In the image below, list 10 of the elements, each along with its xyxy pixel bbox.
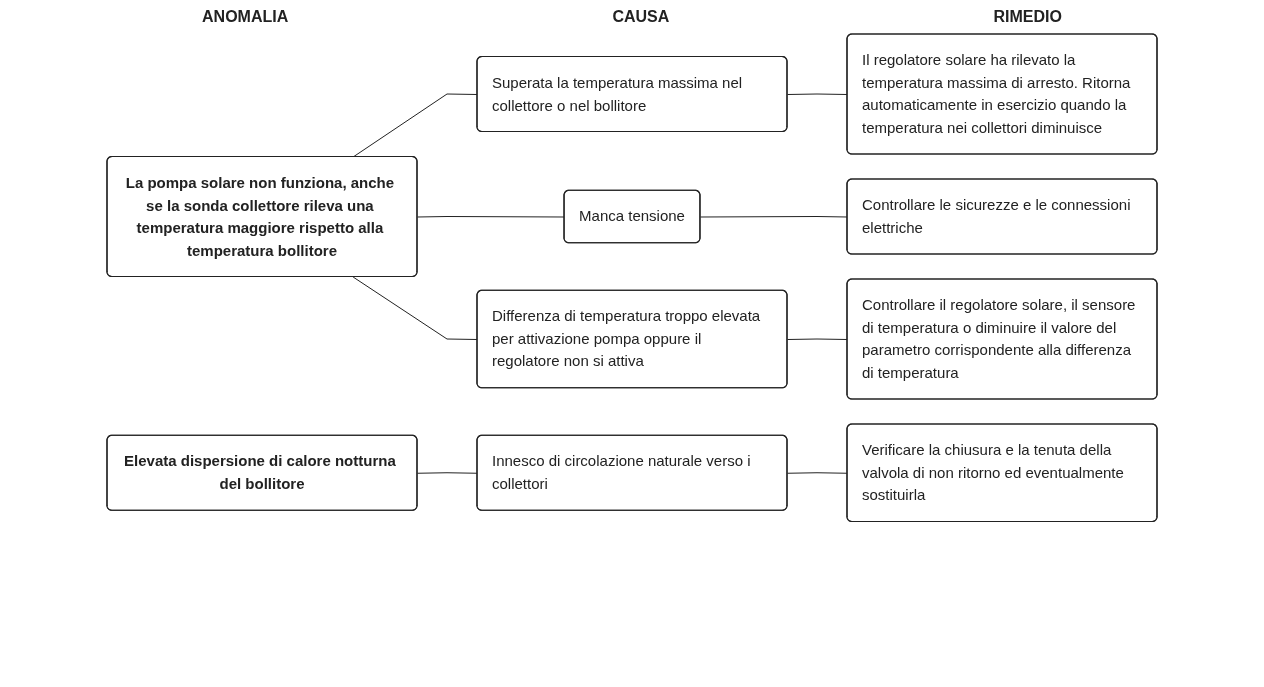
connector	[352, 276, 478, 340]
connector	[787, 338, 848, 340]
connector	[417, 472, 478, 474]
column-heading: CAUSA	[612, 8, 670, 26]
connector	[787, 472, 848, 474]
connector	[787, 93, 848, 95]
connector	[352, 93, 478, 158]
column-heading: RIMEDIO	[993, 8, 1062, 26]
connector	[699, 216, 848, 218]
column-heading: ANOMALIA	[202, 8, 289, 26]
